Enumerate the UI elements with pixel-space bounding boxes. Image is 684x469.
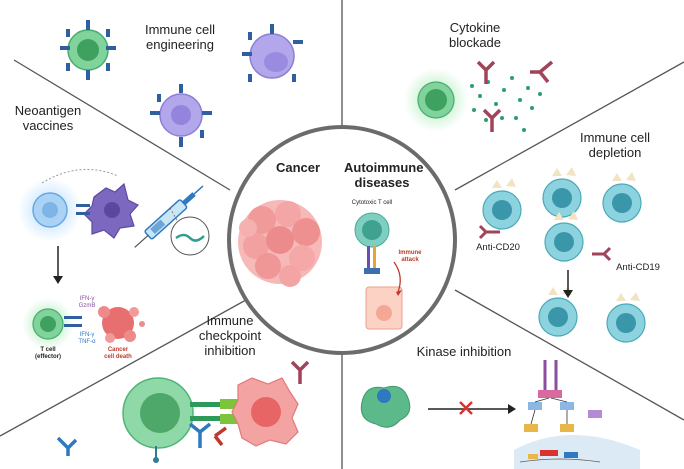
label-ifn-gzmb: IFN-γ GzmB xyxy=(78,296,96,309)
label-t-cell-effector: T cell (effector) xyxy=(34,347,61,360)
label-autoimmune-diseases: Autoimmune diseases xyxy=(344,160,424,190)
label-cancer-cell-death: Cancer cell death xyxy=(104,347,132,360)
tumor-icon xyxy=(238,200,322,287)
label-immune-checkpoint-inhibition: Immune checkpoint inhibition xyxy=(198,313,262,358)
checkpoint-t-cell xyxy=(122,377,194,463)
label-cancer: Cancer xyxy=(275,160,321,175)
antibody-icon xyxy=(476,60,554,132)
depletion-arrowhead xyxy=(563,290,573,298)
cytokine-dots xyxy=(470,76,542,132)
engineered-cell-purple-right xyxy=(242,24,303,82)
kinase-icon xyxy=(360,385,411,428)
kinase-arrowhead xyxy=(508,404,516,414)
engineered-cell-purple-bottom xyxy=(150,84,212,147)
effector-t-cell xyxy=(22,298,82,350)
b-cells xyxy=(482,167,646,343)
checkpoint-receptors xyxy=(190,399,240,424)
label-neoantigen-vaccines: Neoantigen vaccines xyxy=(14,103,82,133)
cytokine-cell xyxy=(404,68,468,132)
label-cytokine-blockade: Cytokine blockade xyxy=(448,20,502,50)
antibody-icon xyxy=(56,422,228,456)
cytotoxic-t-cell-icon xyxy=(354,212,403,330)
zoom-lines xyxy=(169,207,179,223)
dna-strand-icon xyxy=(175,233,205,242)
label-immune-attack: Immune attack xyxy=(398,250,422,263)
label-cytotoxic-t-cell: Cytotoxic T cell xyxy=(351,200,393,206)
antibody-icon xyxy=(290,360,310,384)
red-x-icon xyxy=(459,401,473,415)
antibody-icon xyxy=(478,224,612,262)
label-anti-cd19: Anti-CD19 xyxy=(616,262,660,273)
cancer-cell-death xyxy=(98,306,145,343)
label-immune-cell-depletion: Immune cell depletion xyxy=(579,130,651,160)
car-t-cell-green xyxy=(60,20,116,80)
syringe-icon xyxy=(134,185,204,248)
antigen-uptake-arrow xyxy=(41,168,119,184)
checkpoint-cancer-cell xyxy=(231,377,299,447)
dendritic-cell-blue xyxy=(18,178,82,242)
label-ifn-tnf: IFN-γ TNF-α xyxy=(78,332,96,345)
dendritic-cell-purple xyxy=(76,182,139,239)
mrna-magnifier xyxy=(170,216,210,256)
neoantigen-arrowhead xyxy=(53,276,63,284)
label-immune-cell-engineering: Immune cell engineering xyxy=(144,22,216,52)
label-anti-cd20: Anti-CD20 xyxy=(476,242,520,253)
signaling-pathway-icon xyxy=(514,360,640,469)
label-kinase-inhibition: Kinase inhibition xyxy=(416,344,512,359)
